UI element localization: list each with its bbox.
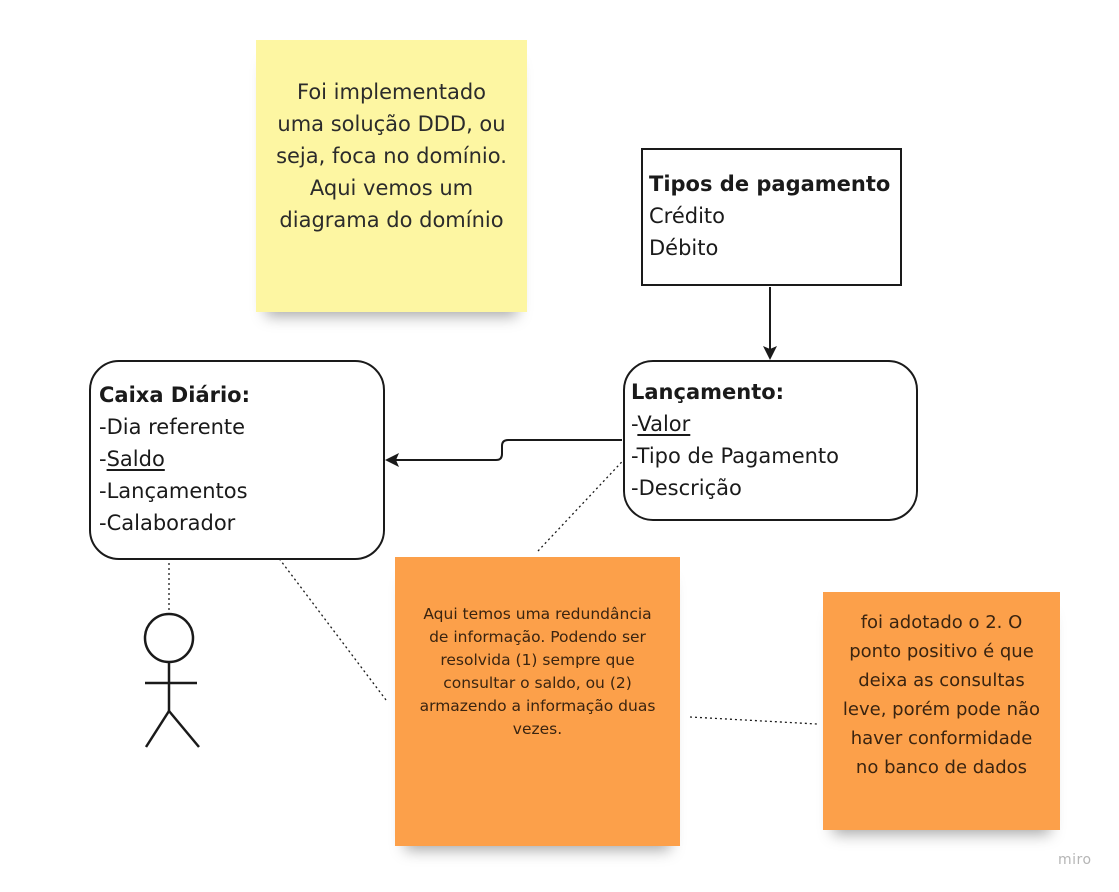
entity-field-credito: Crédito xyxy=(649,204,726,228)
sticky-note-ddd[interactable]: Foi implementado uma solução DDD, ou sej… xyxy=(256,40,527,312)
field-prefix: - xyxy=(631,412,638,436)
sticky-note-adotado-text: foi adotado o 2. O ponto positivo é que … xyxy=(842,612,1041,778)
field-prefix: - xyxy=(99,447,107,471)
entity-lancamento-title: Lançamento: xyxy=(631,380,785,404)
sticky-note-ddd-text: Foi implementado uma solução DDD, ou sej… xyxy=(276,80,507,232)
sticky-note-redundancia[interactable]: Aqui temos uma redundância de informação… xyxy=(395,557,680,846)
entity-tipos-pagamento[interactable]: Tipos de pagamento Crédito Débito xyxy=(641,148,902,286)
entity-tipos-pagamento-title: Tipos de pagamento xyxy=(649,172,891,196)
entity-caixa-diario[interactable]: Caixa Diário: -Dia referente -Saldo -Lan… xyxy=(89,360,385,560)
actor-icon xyxy=(143,612,200,748)
saldo-label: Saldo xyxy=(106,447,165,471)
sticky-note-adotado[interactable]: foi adotado o 2. O ponto positivo é que … xyxy=(823,592,1060,830)
entity-field-valor: -Valor xyxy=(631,408,916,440)
entity-field-tipo-pagamento: -Tipo de Pagamento xyxy=(631,444,840,468)
sticky-note-redundancia-text: Aqui temos uma redundância de informação… xyxy=(419,605,656,738)
entity-field-debito: Débito xyxy=(649,236,719,260)
entity-field-saldo: -Saldo xyxy=(99,443,383,475)
entity-field-dia-referente: -Dia referente xyxy=(99,415,246,439)
miro-watermark: miro xyxy=(1058,852,1092,868)
dotted-line-valor-note xyxy=(537,432,650,552)
valor-label: Valor xyxy=(637,412,691,436)
dotted-line-notes xyxy=(689,716,818,725)
entity-field-descricao: -Descrição xyxy=(631,476,742,500)
entity-field-calaborador: -Calaborador xyxy=(99,511,236,535)
arrow-lancamento-to-caixa xyxy=(385,439,622,467)
entity-lancamento[interactable]: Lançamento: -Valor -Tipo de Pagamento -D… xyxy=(623,360,918,521)
entity-caixa-diario-title: Caixa Diário: xyxy=(99,383,250,407)
entity-field-lancamentos: -Lançamentos xyxy=(99,479,248,503)
